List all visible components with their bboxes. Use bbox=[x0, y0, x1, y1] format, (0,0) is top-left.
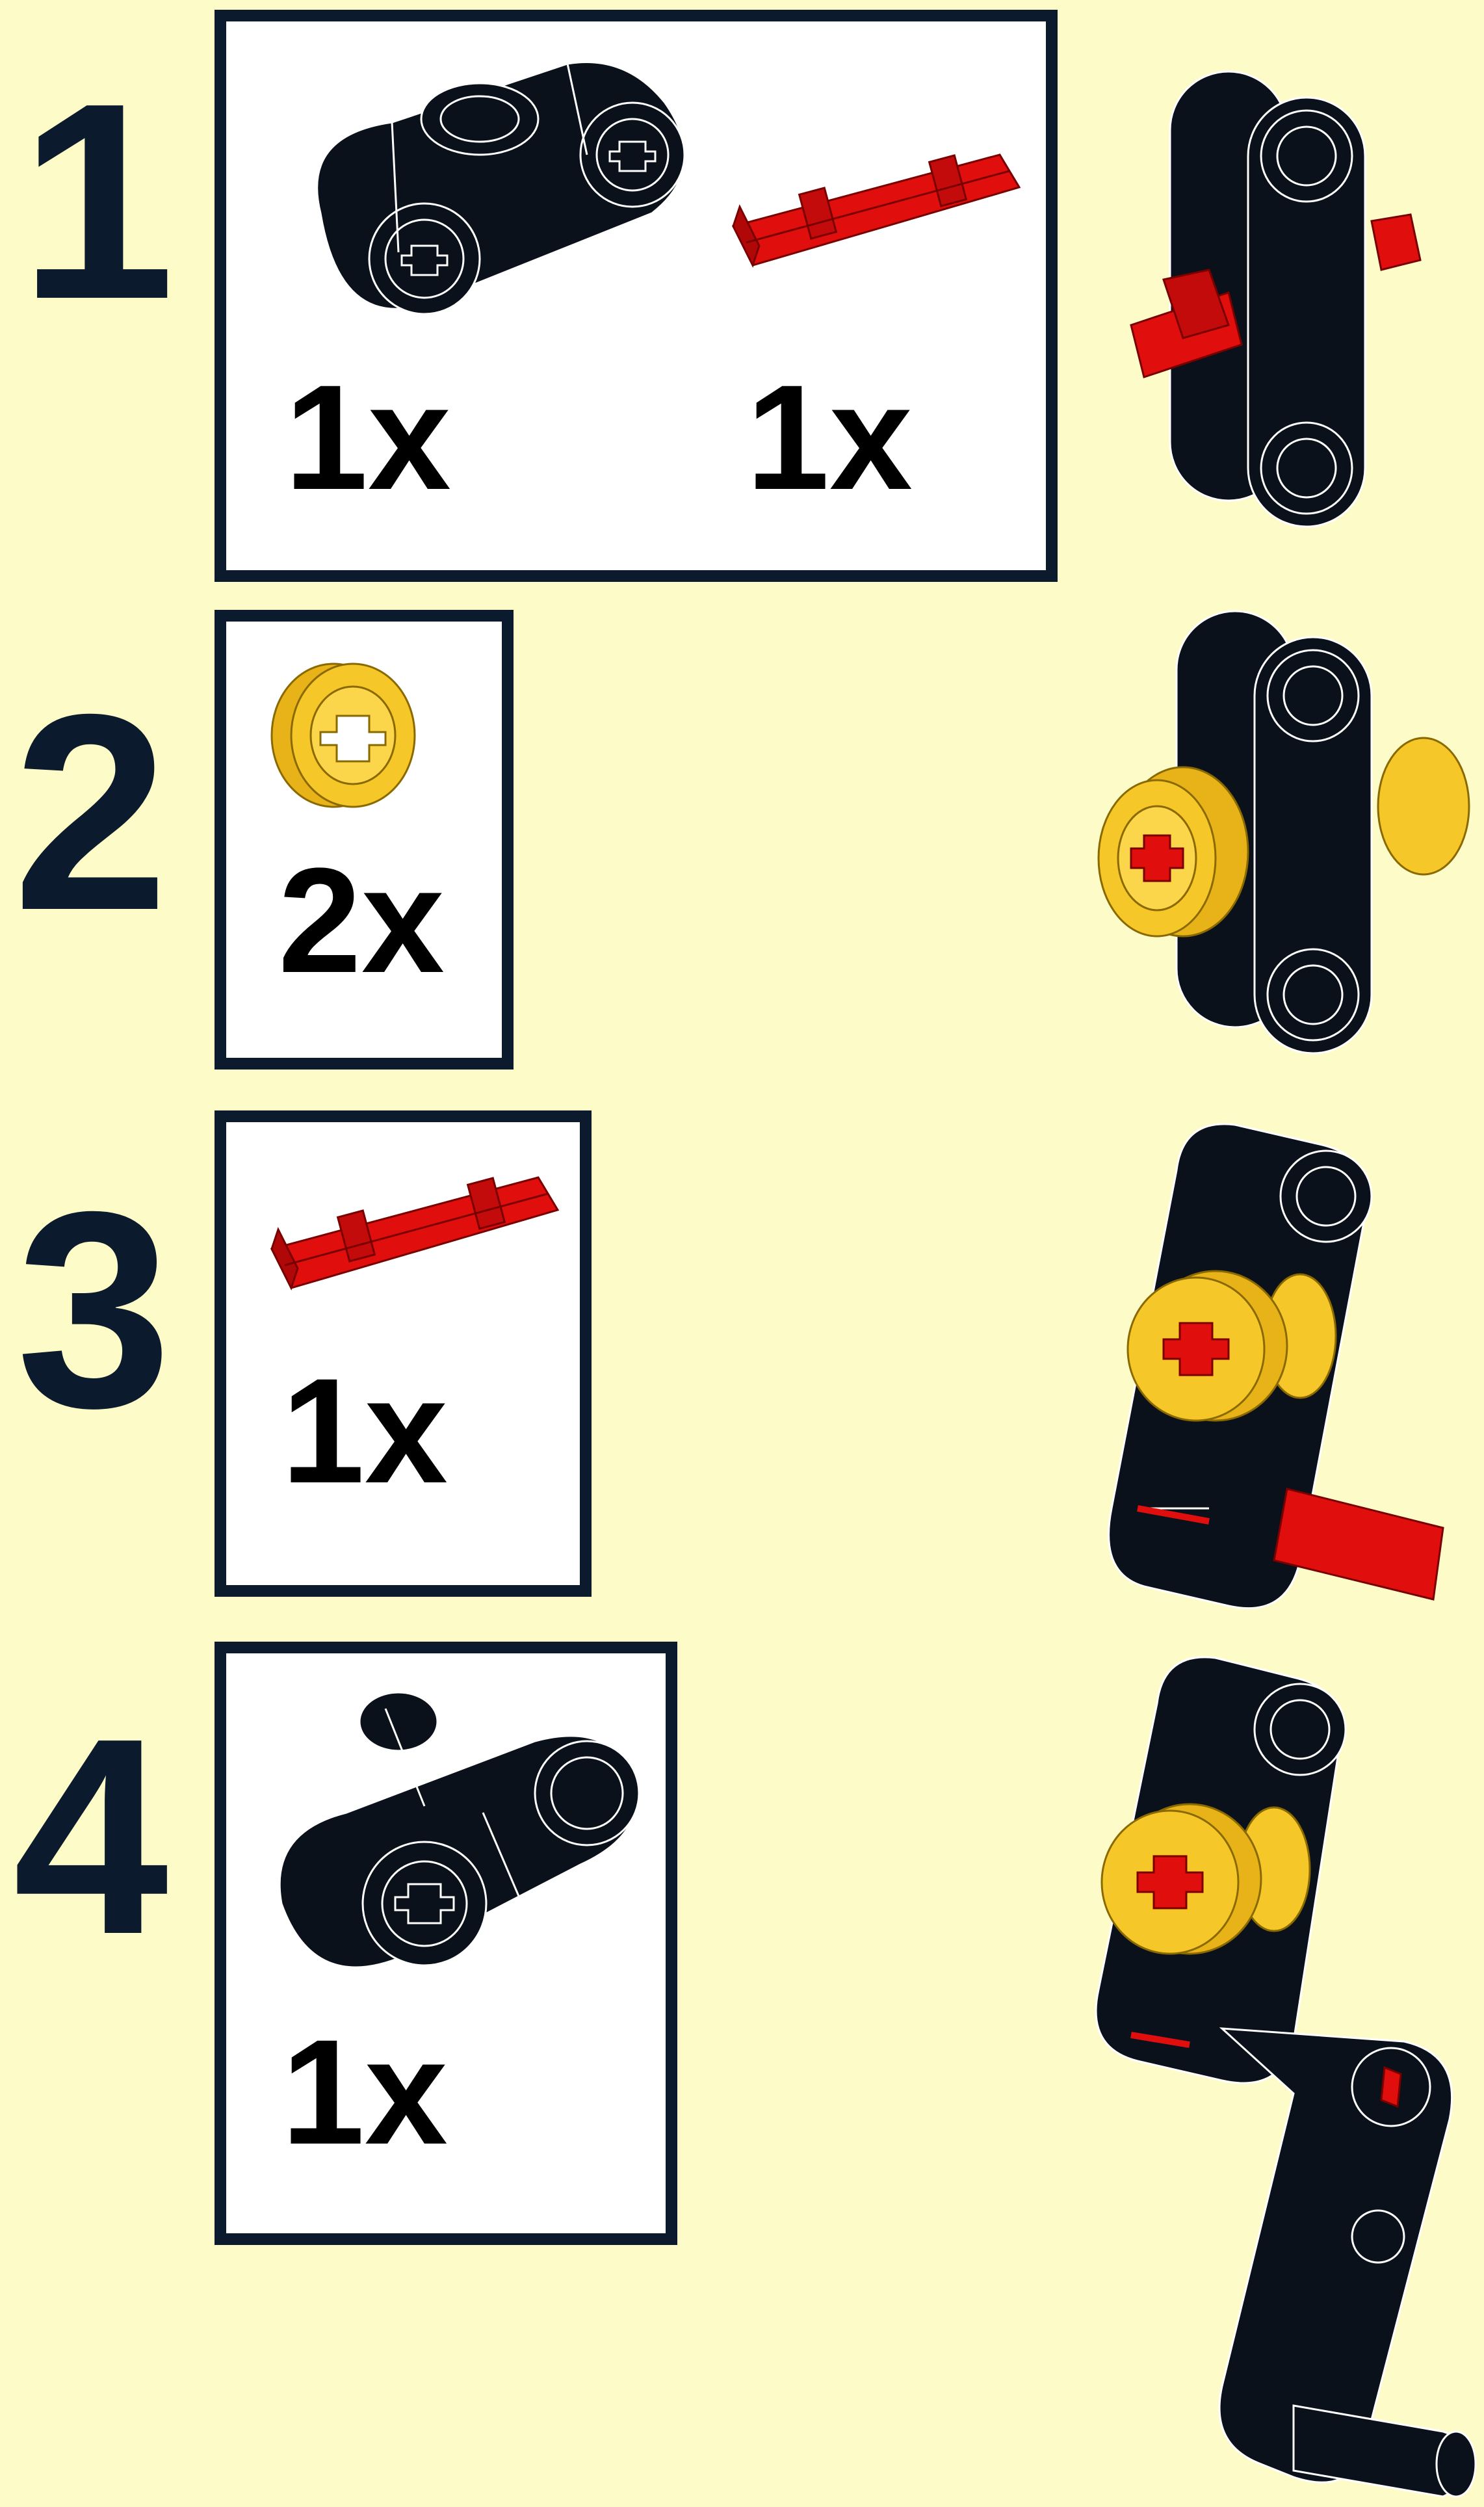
step-1-assembly-icon bbox=[1125, 46, 1430, 540]
part-quantity: 1x bbox=[281, 2017, 448, 2167]
step-4-parts-box: 1x bbox=[215, 1642, 677, 2245]
black-cross-block-icon bbox=[262, 51, 717, 330]
part-quantity: 1x bbox=[281, 1356, 448, 1506]
step-3-number: 3 bbox=[16, 1170, 172, 1450]
step-1-number: 1 bbox=[20, 62, 175, 341]
yellow-bush-icon bbox=[262, 654, 431, 817]
step-4-number: 4 bbox=[13, 1697, 168, 1976]
part-quantity: 1x bbox=[285, 363, 451, 512]
part-quantity: 2x bbox=[278, 846, 445, 995]
step-1-parts-box: 1x 1x bbox=[215, 10, 1058, 582]
red-axle-icon bbox=[720, 135, 1026, 285]
step-2-parts-box: 2x bbox=[215, 610, 514, 1070]
step-3-assembly-icon bbox=[1105, 1105, 1456, 1619]
step-2-assembly-icon bbox=[1105, 598, 1469, 1092]
part-quantity: 1x bbox=[746, 363, 913, 512]
step-4-assembly-icon bbox=[1079, 1638, 1482, 2503]
red-axle-icon bbox=[259, 1158, 564, 1307]
step-3-parts-box: 1x bbox=[215, 1110, 592, 1597]
black-pin-connector-icon bbox=[255, 1683, 658, 2008]
step-2-number: 2 bbox=[13, 673, 168, 952]
